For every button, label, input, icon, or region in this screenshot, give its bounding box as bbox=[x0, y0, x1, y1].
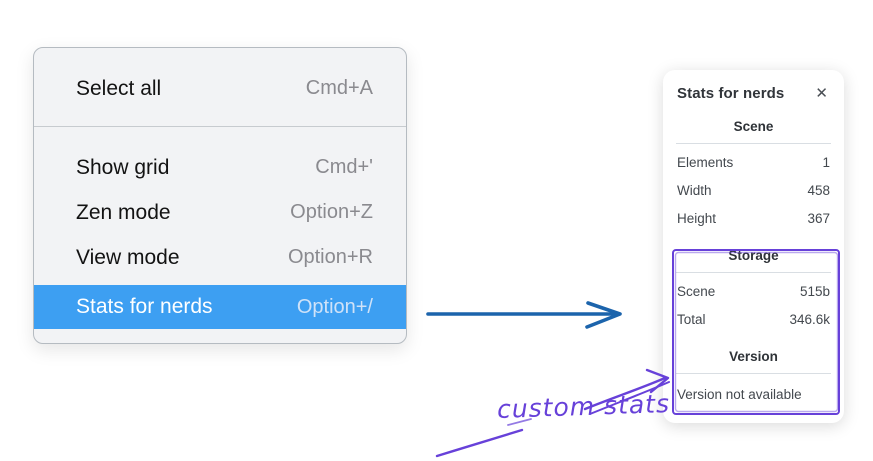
stats-panel-title: Stats for nerds bbox=[677, 85, 785, 102]
stats-panel-header: Stats for nerds ✕ bbox=[675, 84, 832, 103]
menu-item-label: Show grid bbox=[76, 155, 170, 179]
stat-label: Width bbox=[677, 182, 712, 198]
blue-arrow bbox=[426, 301, 622, 329]
menu-section-top: Select all Cmd+A bbox=[34, 48, 406, 126]
stat-row-elements: Elements 1 bbox=[675, 148, 832, 176]
stat-value: 458 bbox=[807, 182, 830, 198]
section-divider bbox=[676, 373, 831, 374]
menu-item-shortcut: Option+/ bbox=[296, 295, 373, 318]
section-divider bbox=[676, 143, 831, 144]
menu-item-zen-mode[interactable]: Zen mode Option+Z bbox=[34, 190, 406, 235]
annotation-arrow bbox=[583, 368, 670, 415]
stat-value: 367 bbox=[807, 210, 830, 226]
stat-label: Scene bbox=[677, 283, 716, 299]
stat-label: Height bbox=[677, 210, 717, 226]
menu-item-view-mode[interactable]: View mode Option+R bbox=[34, 235, 406, 280]
version-note: Version not available bbox=[677, 386, 802, 402]
version-section-heading: Version bbox=[729, 349, 778, 364]
menu-item-stats-for-nerds[interactable]: Stats for nerds Option+/ bbox=[34, 285, 406, 329]
stat-row-width: Width 458 bbox=[675, 176, 832, 204]
menu-item-label: Stats for nerds bbox=[76, 295, 213, 318]
storage-section-heading: Storage bbox=[728, 248, 779, 263]
stat-label: Elements bbox=[677, 154, 734, 170]
stat-label: Total bbox=[677, 311, 706, 327]
close-icon[interactable]: ✕ bbox=[815, 85, 828, 102]
annotation-swoosh bbox=[435, 418, 532, 458]
menu-item-show-grid[interactable]: Show grid Cmd+' bbox=[34, 145, 406, 190]
menu-item-shortcut: Cmd+' bbox=[315, 156, 373, 178]
stat-row-total-storage: Total 346.6k bbox=[675, 305, 832, 333]
menu-item-shortcut: Cmd+A bbox=[305, 77, 373, 99]
stat-value: 346.6k bbox=[789, 311, 830, 327]
scene-section-heading: Scene bbox=[733, 119, 774, 134]
stat-row-height: Height 367 bbox=[675, 204, 832, 232]
section-divider bbox=[676, 272, 831, 273]
menu-item-label: Zen mode bbox=[76, 200, 171, 224]
menu-item-shortcut: Option+R bbox=[287, 246, 373, 268]
menu-item-label: View mode bbox=[76, 245, 180, 269]
annotation-label: custom stats bbox=[496, 388, 671, 425]
menu-section-bottom: Show grid Cmd+' Zen mode Option+Z View m… bbox=[34, 127, 406, 341]
stats-panel: Stats for nerds ✕ Scene Elements 1 Width… bbox=[663, 70, 844, 423]
menu-item-label: Select all bbox=[76, 76, 162, 100]
menu-item-select-all[interactable]: Select all Cmd+A bbox=[34, 66, 406, 111]
stat-row-scene-storage: Scene 515b bbox=[675, 277, 832, 305]
stat-value: 515b bbox=[799, 283, 830, 299]
stat-value: 1 bbox=[822, 154, 830, 170]
context-menu: Select all Cmd+A Show grid Cmd+' Zen mod… bbox=[33, 47, 407, 344]
menu-item-shortcut: Option+Z bbox=[290, 201, 373, 223]
menu-divider bbox=[34, 126, 406, 127]
